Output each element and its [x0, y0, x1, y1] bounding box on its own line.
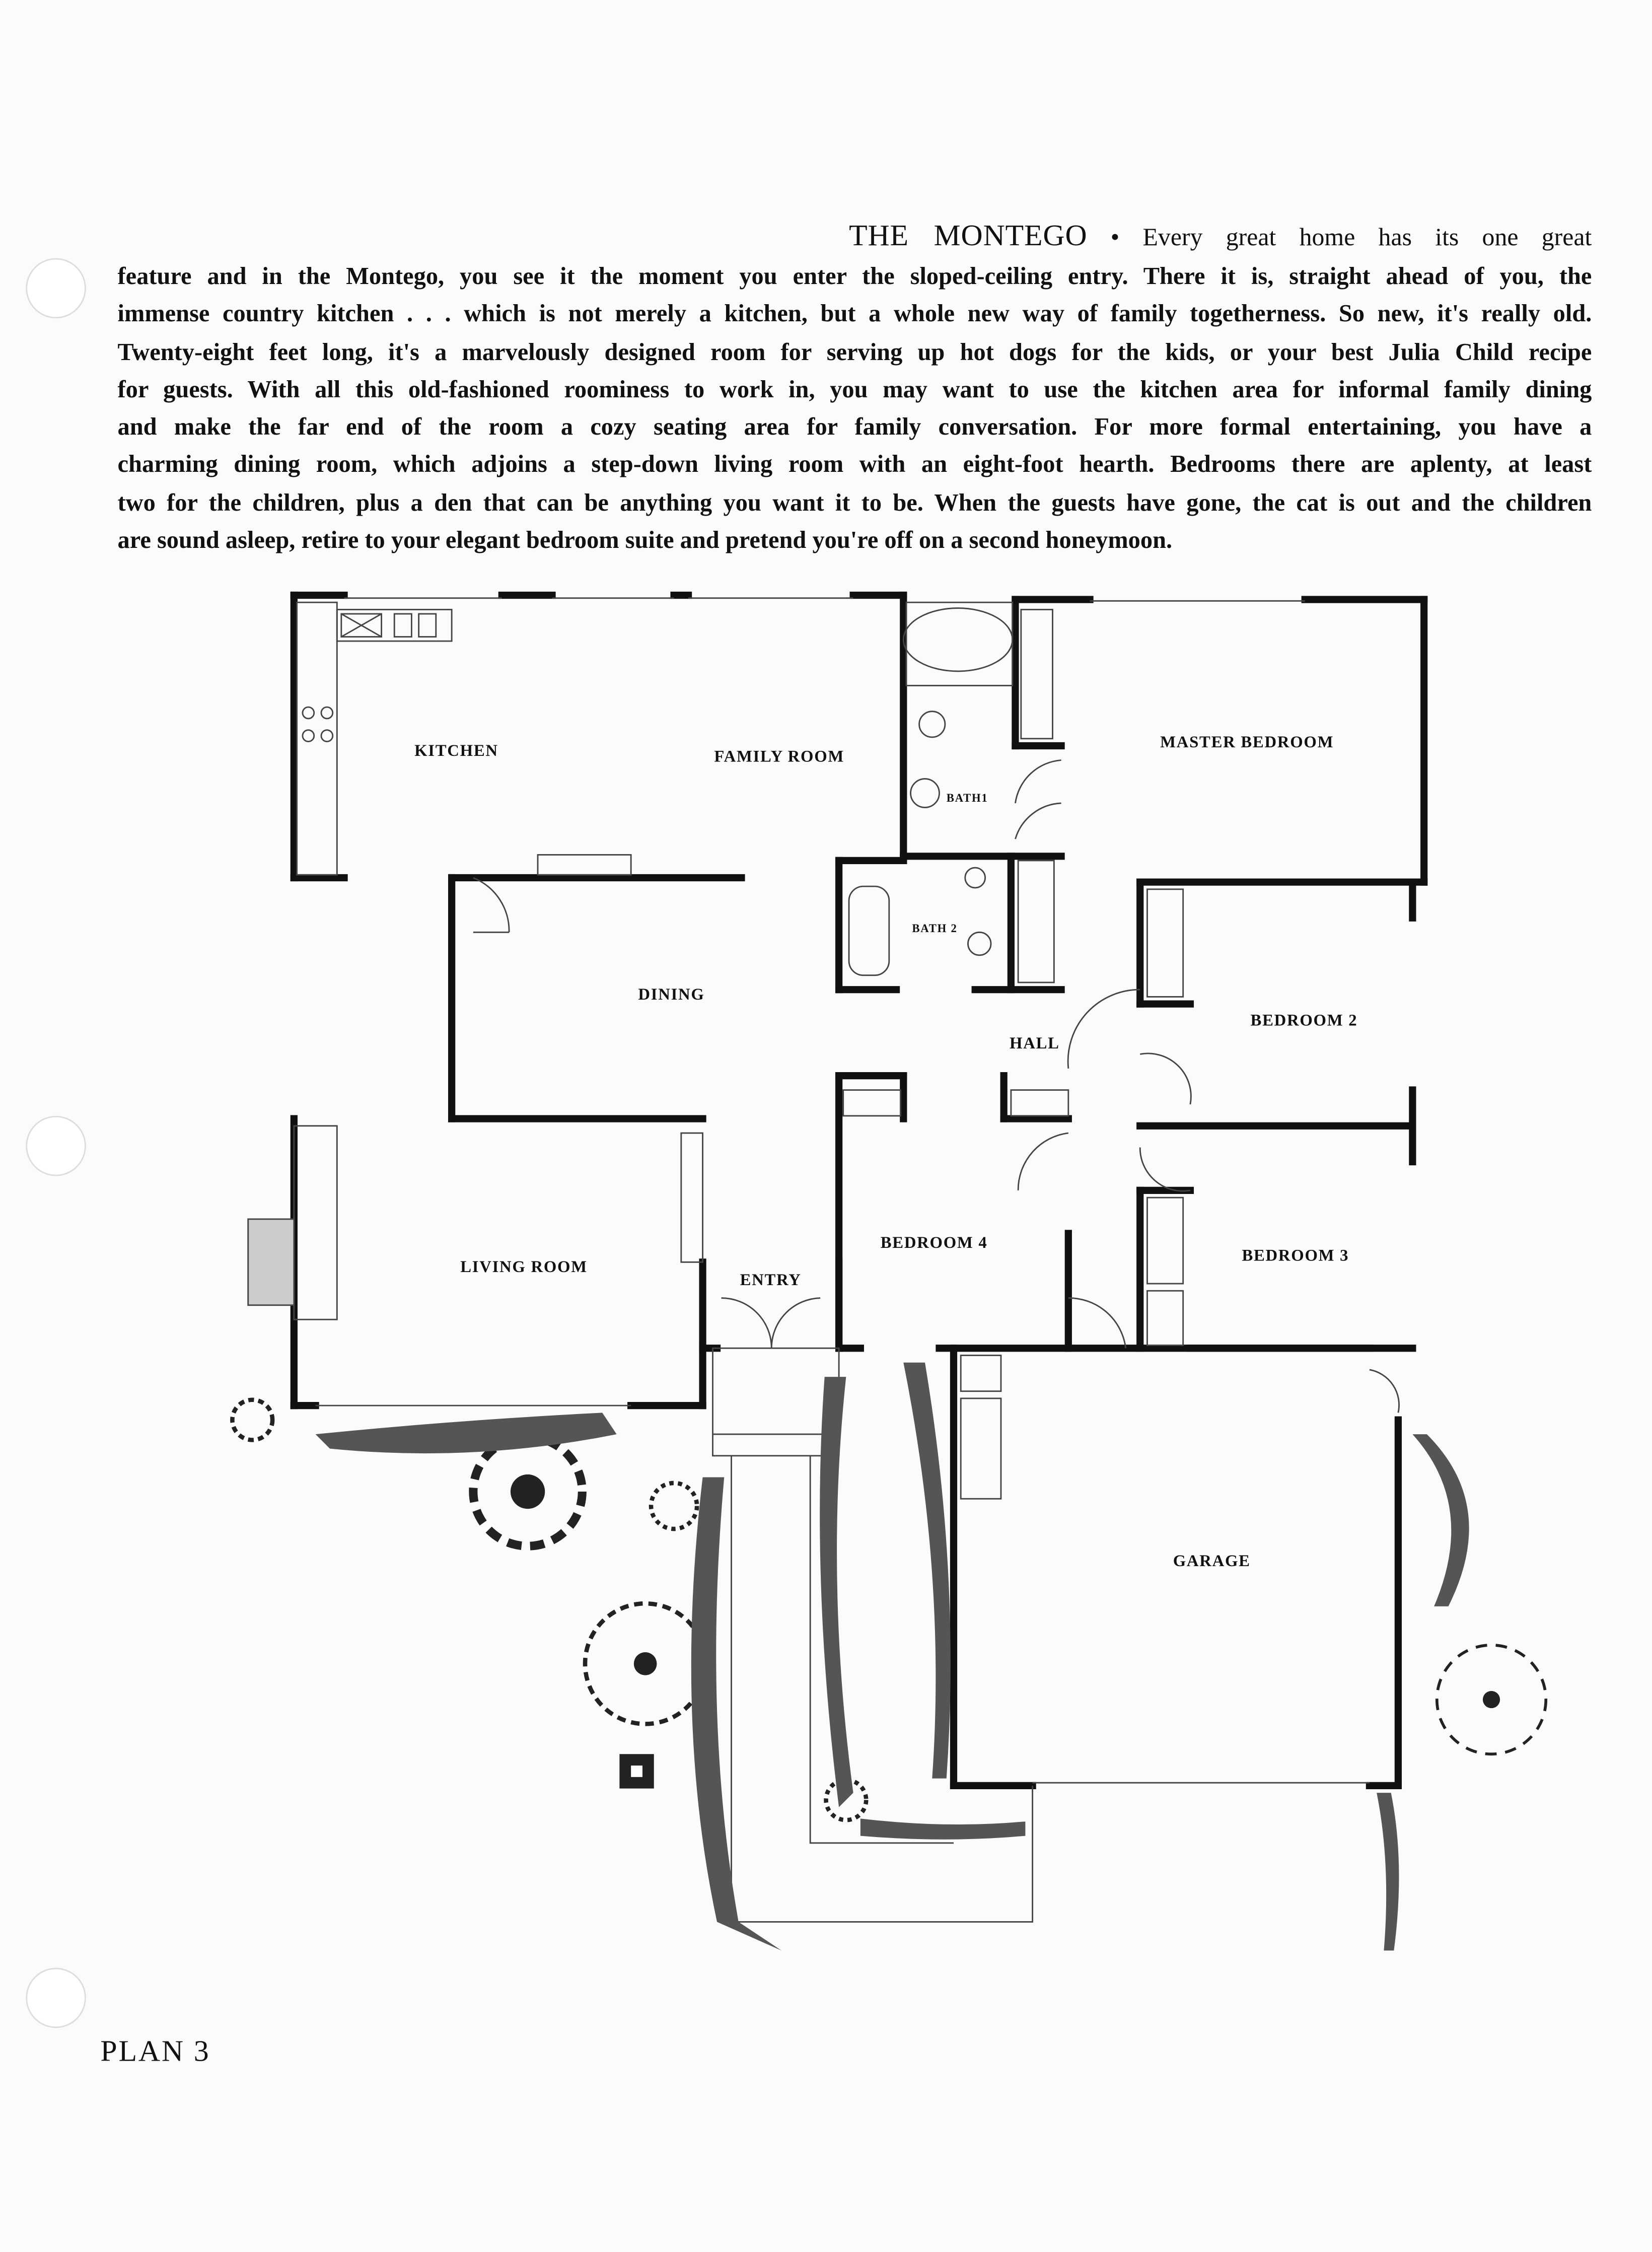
room-label-bedroom3: BEDROOM 3: [1242, 1246, 1349, 1264]
paragraph-line: Twenty-eight feet long, it's a marvelous…: [117, 337, 1592, 366]
room-label-kitchen: KITCHEN: [414, 742, 498, 760]
room-label-dining: DINING: [638, 986, 704, 1004]
room-label-bedroom2: BEDROOM 2: [1251, 1011, 1358, 1029]
title-line: THE MONTEGO • Every great home has its o…: [849, 218, 1592, 254]
room-label-bath1: BATH1: [947, 792, 988, 804]
room-label-master-bedroom: MASTER BEDROOM: [1160, 733, 1334, 751]
paragraph-line: charming dining room, which adjoins a st…: [117, 451, 1592, 478]
fixtures: [247, 597, 1400, 1923]
binder-hole: [26, 258, 86, 319]
paragraph-line: and make the far end of the room a cozy …: [117, 413, 1592, 441]
plan-number-label: PLAN 3: [100, 2033, 210, 2068]
room-label-family-room: FAMILY ROOM: [714, 747, 844, 765]
room-label-hall: HALL: [1010, 1034, 1060, 1052]
room-label-bath2: BATH 2: [912, 922, 957, 935]
room-label-garage: GARAGE: [1173, 1552, 1251, 1570]
description-paragraph: feature and in the Montego, you see it t…: [118, 258, 1592, 560]
paragraph-line: two for the children, plus a den that ca…: [117, 488, 1592, 516]
room-label-entry: ENTRY: [740, 1271, 802, 1289]
paragraph-line: are sound asleep, retire to your elegant…: [117, 526, 1173, 554]
walls: [290, 591, 1428, 1790]
room-labels: KITCHEN FAMILY ROOM BATH1 MASTER BEDROOM…: [414, 733, 1357, 1570]
paragraph-line: immense country kitchen . . . which is n…: [117, 300, 1592, 328]
binder-hole: [26, 1115, 86, 1176]
page-title: THE MONTEGO: [849, 218, 1088, 253]
binder-hole: [26, 1967, 86, 2028]
first-line-text: Every great home has its one great: [1142, 222, 1592, 251]
room-label-living-room: LIVING ROOM: [460, 1258, 588, 1276]
room-label-bedroom4: BEDROOM 4: [881, 1234, 988, 1252]
paragraph-line: for guests. With all this old-fashioned …: [117, 375, 1592, 403]
title-separator: •: [1110, 222, 1120, 251]
landscaping: [230, 1362, 1548, 1951]
paragraph-line: feature and in the Montego, you see it t…: [117, 262, 1592, 290]
